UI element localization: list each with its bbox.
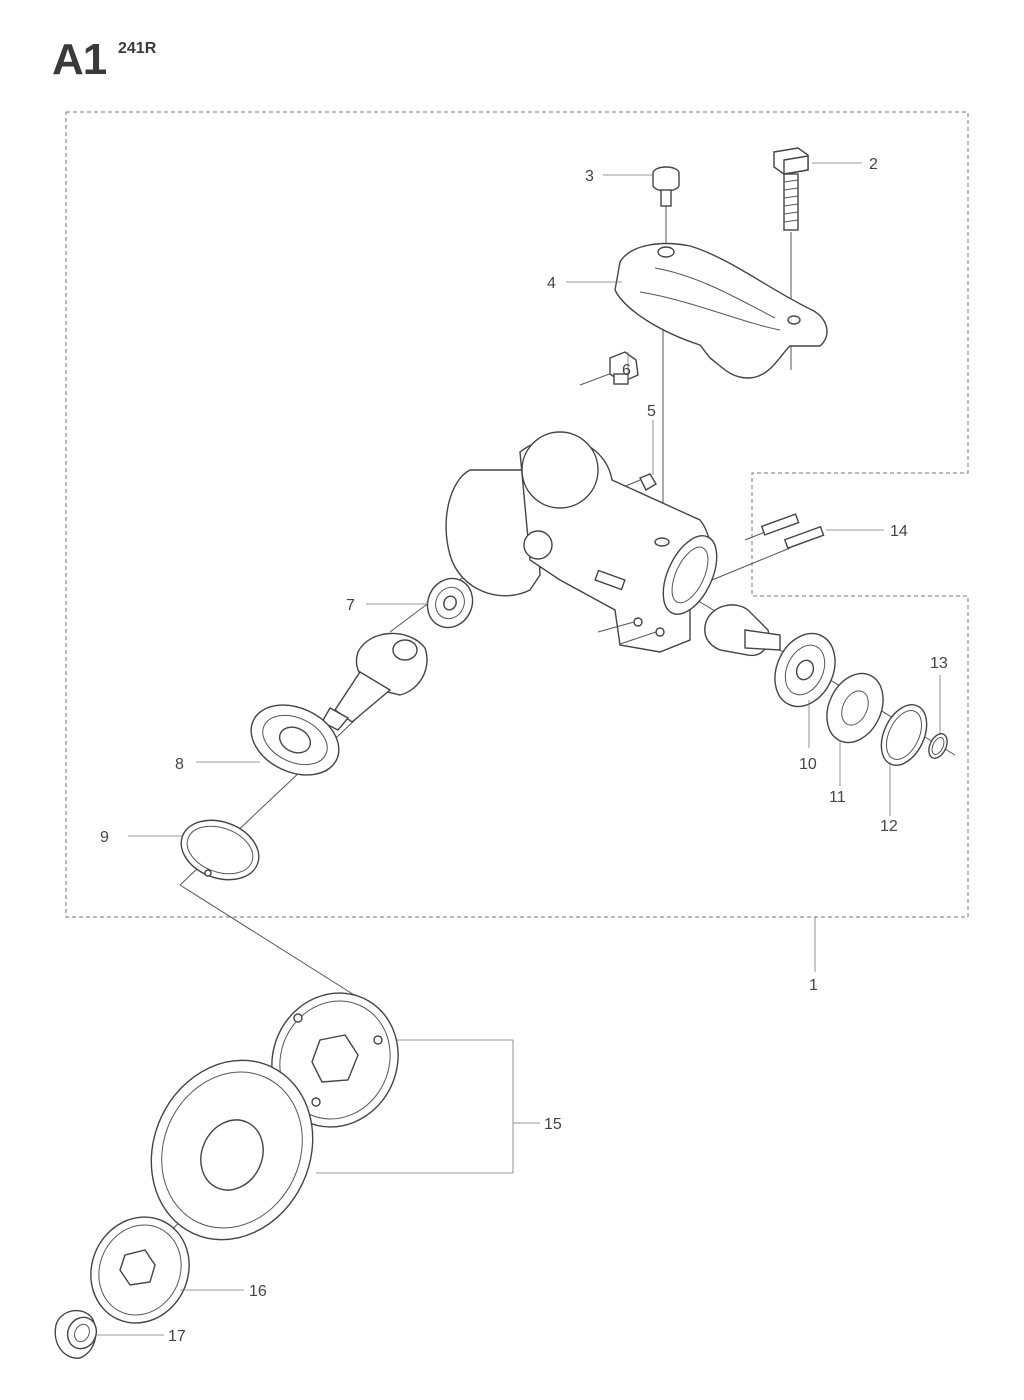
callout-13: 13 [930,655,948,672]
part-4-clamp-bracket [614,242,828,379]
callout-3: 3 [585,168,594,185]
model-name: 241R [118,40,157,57]
callout-6: 6 [622,362,631,379]
callout-14: 14 [890,523,908,540]
gear-housing [445,431,718,653]
part-6-plug [609,351,639,385]
part-7-bearing [426,577,474,629]
part-5-pin [639,473,657,491]
callout-5: 5 [647,403,656,420]
callout-11: 11 [829,789,846,806]
section-code: A1 [52,35,107,84]
leader-lines [95,162,941,1336]
part-9-circlip [180,819,260,881]
callout-7: 7 [346,597,355,614]
callout-9: 9 [100,829,109,846]
callout-2: 2 [869,156,878,173]
callout-17: 17 [168,1328,186,1345]
callout-15: 15 [544,1116,562,1133]
callout-1: 1 [809,977,818,994]
part-15-plate-cup [150,992,399,1241]
part-8-bearing [250,704,340,776]
diagram-header: A1 241R [52,36,252,86]
callout-12: 12 [880,818,898,835]
part-12-circlip [880,704,928,766]
part-2-bolt [773,147,809,231]
output-shaft-gear [321,632,428,731]
callout-4: 4 [547,275,556,292]
callout-10: 10 [799,756,817,773]
part-17-nut [54,1309,98,1359]
part-10-bearing [774,632,836,708]
callout-8: 8 [175,756,184,773]
assembly-boundary [65,111,969,918]
part-13-ring [928,733,948,759]
part-3-screw [652,166,680,207]
part-14-screws [760,513,825,550]
callout-16: 16 [249,1283,267,1300]
callout-labels: 1 2 3 4 5 6 7 8 9 10 11 12 13 14 15 16 1… [100,156,948,1345]
part-16-washer [90,1216,190,1324]
input-pinion [704,604,781,657]
